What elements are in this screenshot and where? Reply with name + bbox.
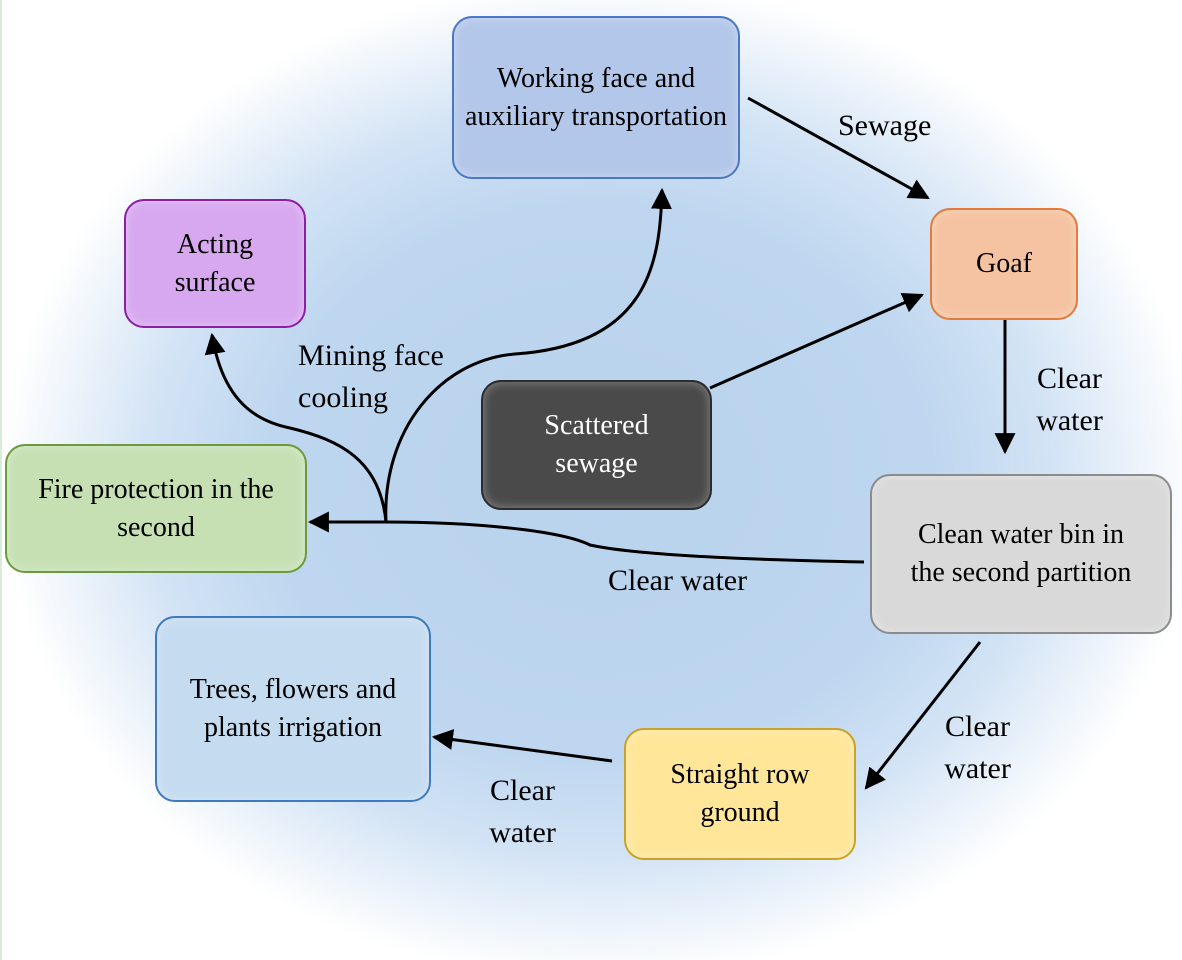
label-mining-face-cooling: Mining face cooling [298,339,444,414]
node-straight-row-text: Straight row ground [670,759,810,828]
label-goaf-clear-water: Clear water [1036,362,1103,437]
node-straight-row: Straight row ground [624,728,856,860]
label-bin-to-fire-clear-water: Clear water [608,564,748,597]
label-sewage: Sewage [838,109,932,142]
node-goaf-text: Goaf [976,248,1032,279]
node-scattered-sewage-text: Scattered sewage [544,410,649,479]
node-fire-protection-text: Fire protection in the second [38,473,274,543]
node-trees-irrigation: Trees, flowers and plants irrigation [155,616,431,802]
node-working-face-text: Working face and auxiliary transportatio… [464,62,728,132]
node-scattered-sewage: Scattered sewage [481,380,712,510]
label-bin-to-row-clear-water: Clear water [944,710,1011,785]
arrow-clean-water-bin-to-straight-row [864,641,982,790]
arrow-clean-water-bin-to-fire-protection [307,511,865,564]
arrow-branch-to-acting-surface [204,332,388,523]
arrow-branch-to-working-face [384,187,672,523]
arrow-working-face-to-goaf [747,96,930,200]
node-fire-protection: Fire protection in the second [5,444,307,573]
arrow-straight-row-to-trees [431,729,613,763]
node-goaf: Goaf [930,208,1078,320]
label-row-to-trees-clear-water: Clear water [489,774,556,849]
node-acting-surface-text: Acting surface [174,228,256,298]
node-clean-water-bin: Clean water bin in the second partition [870,474,1172,634]
node-trees-irrigation-text: Trees, flowers and plants irrigation [189,674,397,743]
arrow-scattered-sewage-to-goaf [709,292,924,390]
node-clean-water-bin-text: Clean water bin in the second partition [910,519,1132,588]
node-working-face: Working face and auxiliary transportatio… [452,16,740,179]
node-acting-surface: Acting surface [124,199,306,328]
